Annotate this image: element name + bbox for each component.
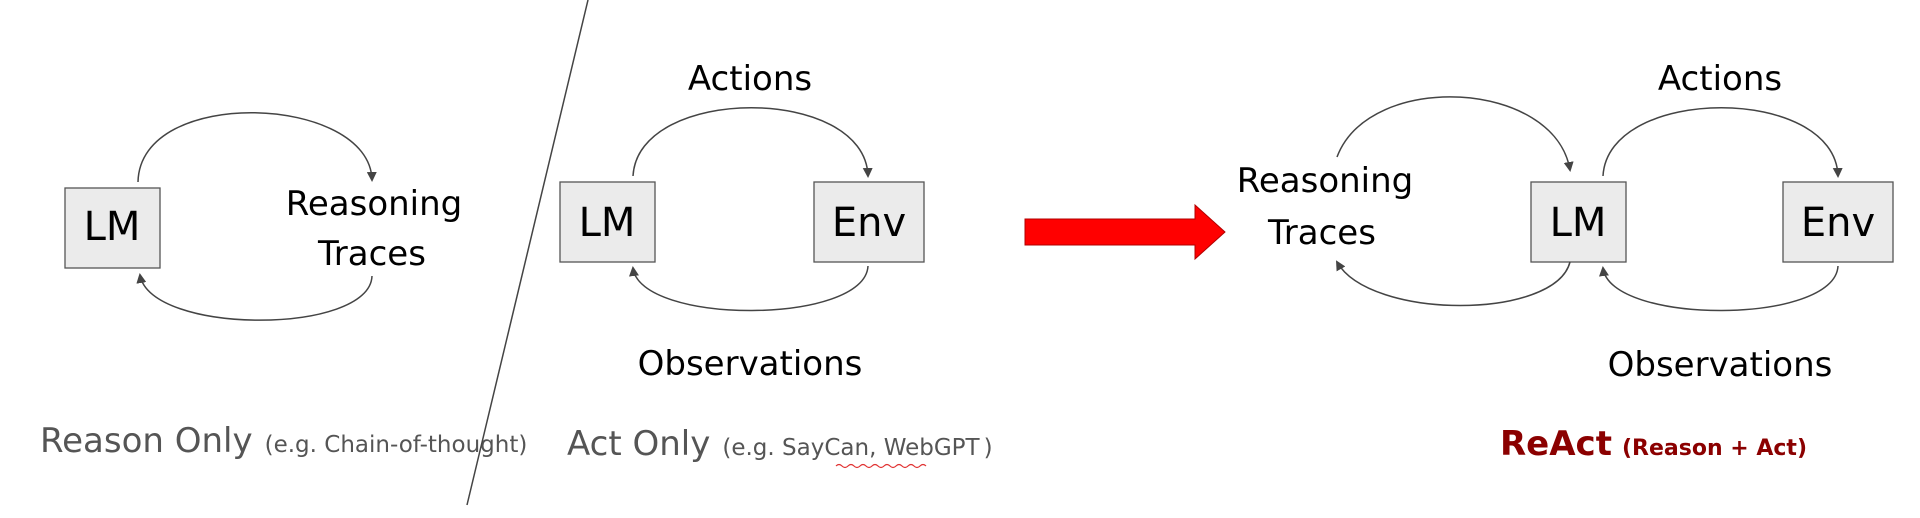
act-only-caption-sub-post: ) (984, 435, 993, 461)
act-only-caption-webgpt: WebGPT (884, 435, 981, 461)
reason-only-panel: LM Reasoning Traces Reason Only (e.g. Ch… (40, 112, 527, 461)
reason-only-lm-box (64, 187, 161, 269)
react-traces-to-lm-arrow (1336, 96, 1574, 172)
act-only-observations-label: Observations (638, 344, 863, 384)
reason-only-traces-line2: Traces (317, 234, 426, 274)
act-only-panel: LM Env Actions Observations Act Only (e.… (559, 59, 993, 469)
reason-only-lm-label: LM (84, 204, 141, 250)
react-actions-arrow (1602, 107, 1843, 178)
react-observations-arrow (1599, 265, 1839, 312)
act-only-actions-arrow (632, 107, 873, 178)
act-only-caption: Act Only (e.g. SayCan, WebGPT ) (567, 424, 993, 464)
reason-only-traces-line1: Reasoning (286, 184, 463, 224)
react-panel: Reasoning Traces LM Env Actions Observat… (1237, 59, 1894, 464)
react-lm-to-traces-arrow (1336, 260, 1571, 307)
react-observations-label: Observations (1608, 345, 1833, 385)
webgpt-spellcheck-underline (835, 463, 927, 469)
react-traces-line2: Traces (1267, 213, 1376, 253)
right-arrow-icon (1024, 203, 1226, 261)
react-caption: ReAct (Reason + Act) (1500, 424, 1807, 464)
act-only-caption-main: Act Only (567, 424, 710, 464)
reason-only-caption-main: Reason Only (40, 421, 253, 461)
react-env-label: Env (1801, 200, 1875, 246)
act-only-caption-sub-pre: (e.g. SayCan, (722, 435, 883, 461)
panel-divider (466, 0, 589, 506)
reason-only-top-arrow (137, 112, 377, 183)
react-traces-line1: Reasoning (1237, 161, 1414, 201)
react-env-box (1782, 181, 1894, 263)
act-only-env-label: Env (832, 200, 906, 246)
reason-only-bottom-arrow (136, 273, 373, 321)
act-only-observations-arrow (629, 265, 869, 312)
act-only-actions-label: Actions (688, 59, 812, 99)
react-caption-sub: (Reason + Act) (1622, 436, 1807, 461)
react-lm-box (1530, 181, 1627, 263)
react-actions-label: Actions (1658, 59, 1782, 99)
react-lm-label: LM (1550, 200, 1607, 246)
act-only-lm-label: LM (579, 200, 636, 246)
reason-only-caption-sub: (e.g. Chain-of-thought) (265, 432, 528, 458)
react-caption-main: ReAct (1500, 424, 1612, 464)
act-only-env-box (813, 181, 925, 263)
act-only-lm-box (559, 181, 656, 263)
reason-only-caption: Reason Only (e.g. Chain-of-thought) (40, 421, 527, 461)
